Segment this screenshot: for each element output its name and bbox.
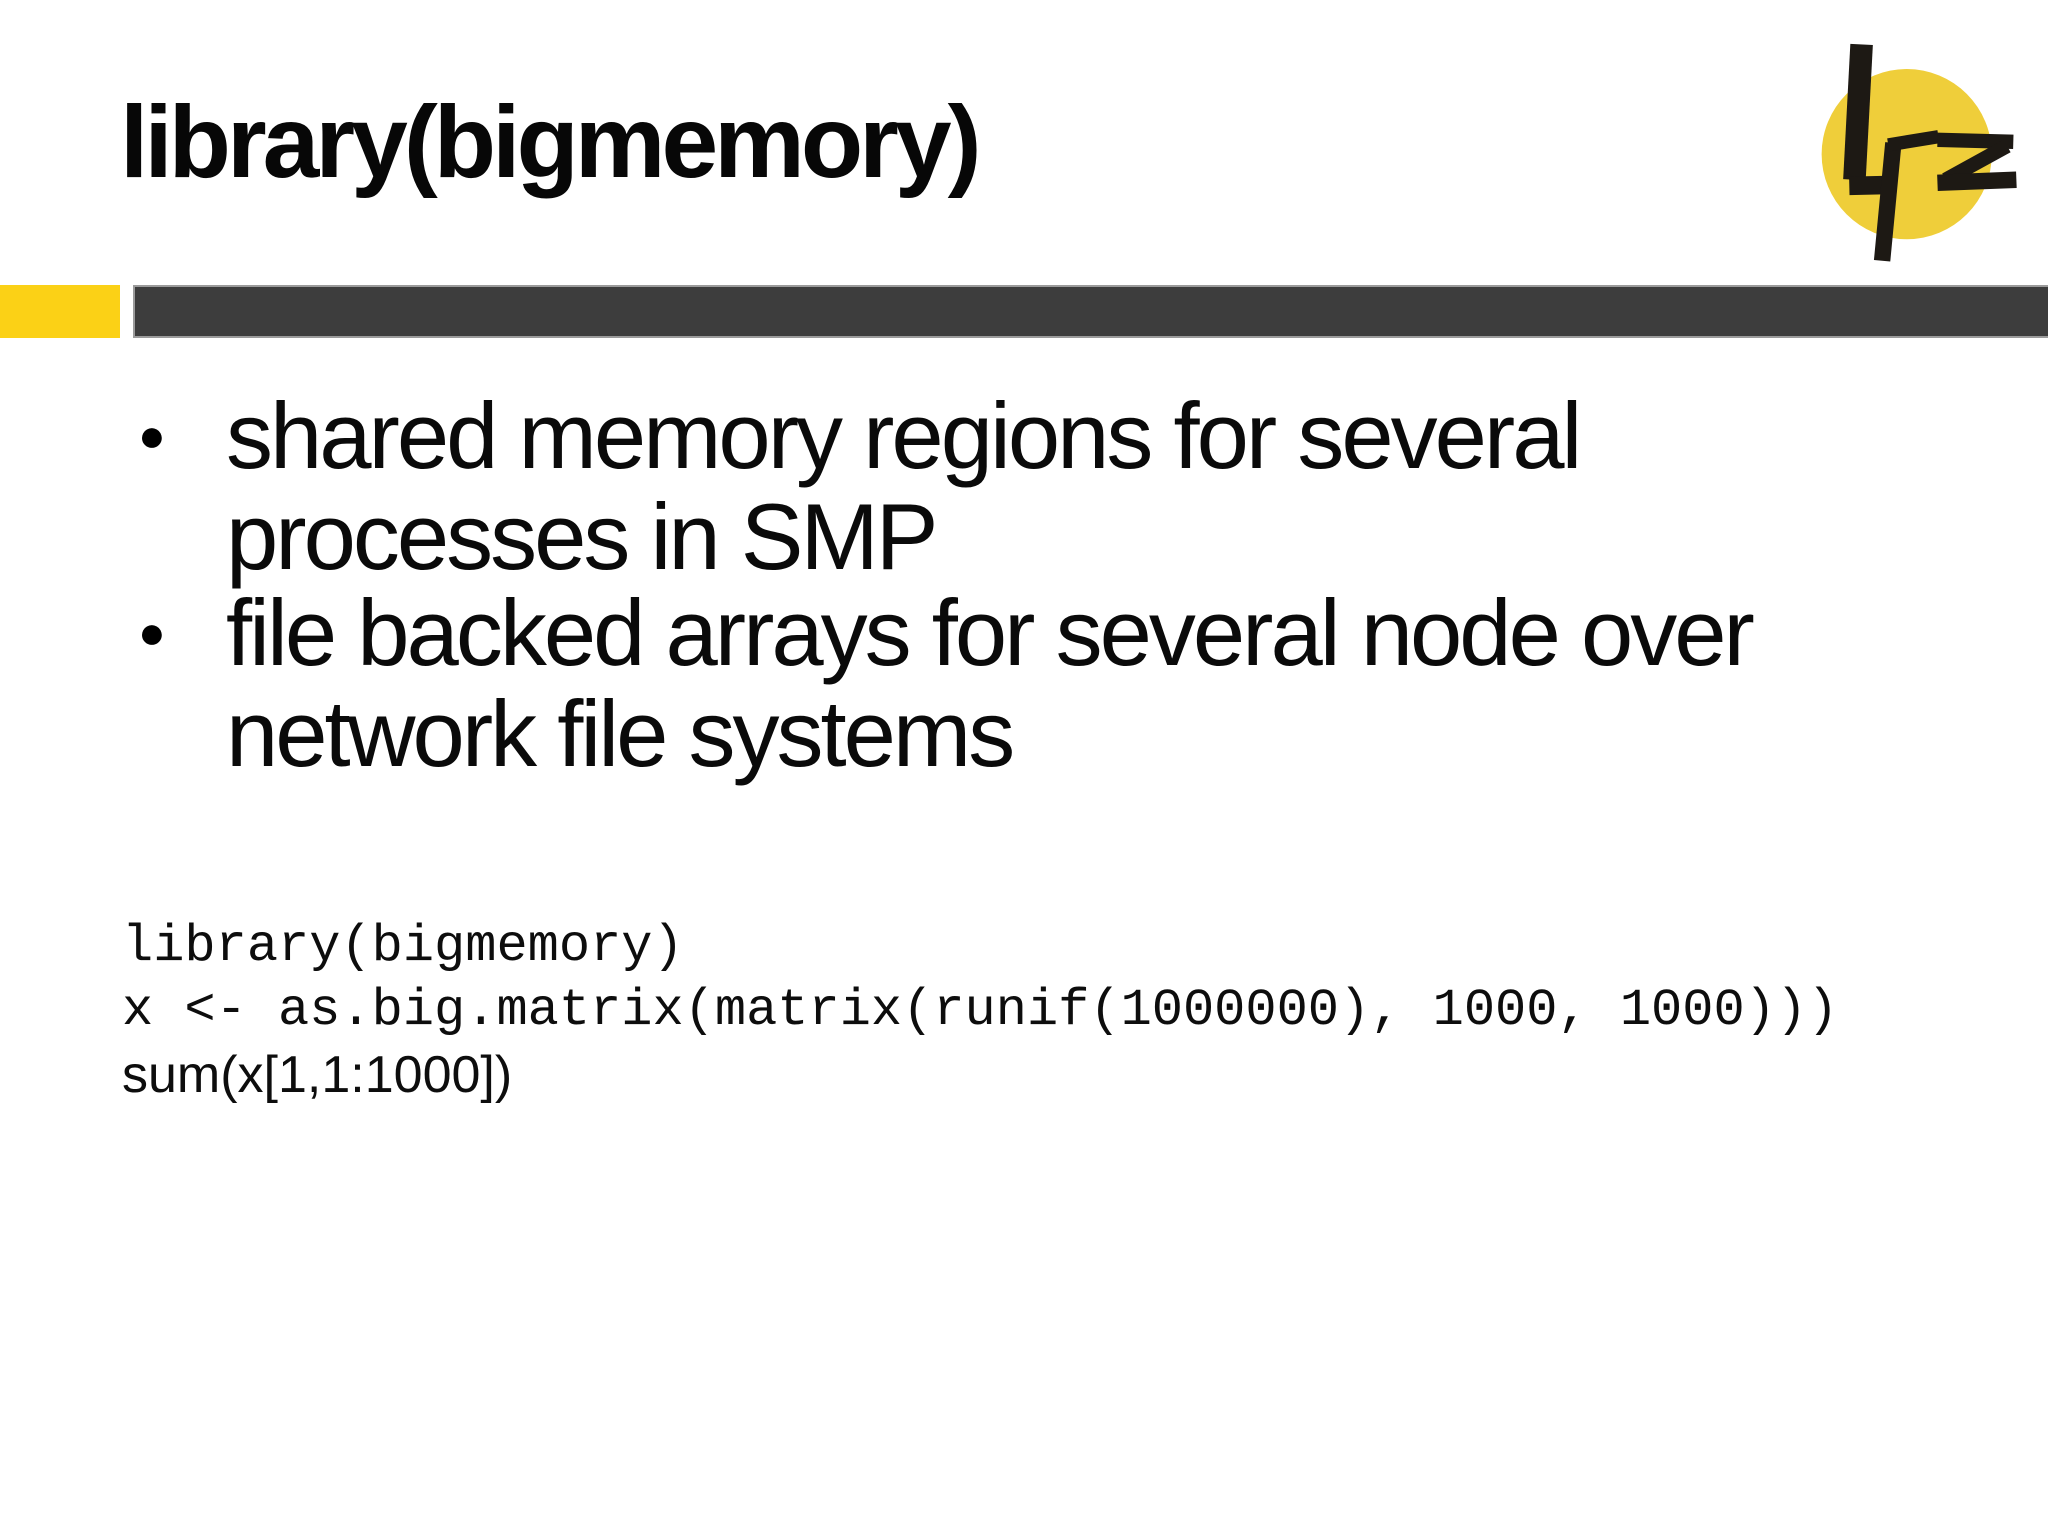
bullet-dot-icon: ● (138, 606, 166, 658)
bullet-item: ● file backed arrays for several node ov… (138, 580, 1755, 786)
bullet-dot-icon: ● (138, 409, 166, 461)
logo-letters (1843, 43, 2017, 262)
divider-bar (133, 285, 2048, 338)
accent-yellow-block (0, 285, 120, 338)
bullet-item: ● shared memory regions for several proc… (138, 383, 1582, 589)
bullet-text: shared memory regions for several proces… (226, 383, 1582, 589)
code-snippet: library(bigmemory) x <- as.big.matrix(ma… (122, 917, 1839, 1040)
code-snippet-sum-line: sum(x[1,1:1000]) (122, 1046, 513, 1104)
lrz-logo-icon (1821, 43, 2017, 262)
bullet-text: file backed arrays for several node over… (226, 580, 1755, 786)
page-title: library(bigmemory) (120, 85, 982, 199)
